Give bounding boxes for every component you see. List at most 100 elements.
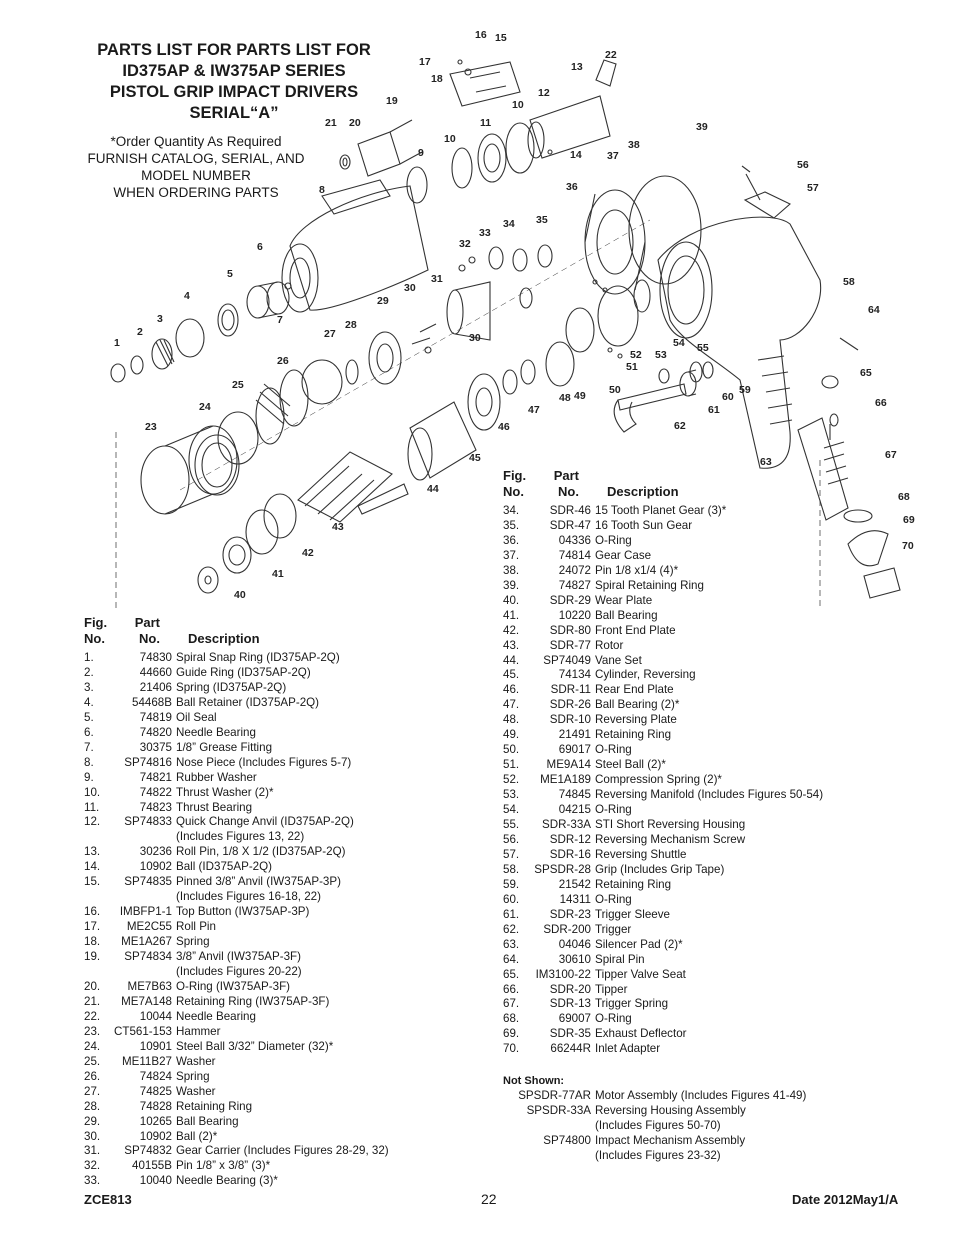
part-number: 74830 — [139, 651, 172, 664]
part-number: 74134 — [558, 668, 591, 682]
part-number: 14311 — [559, 892, 591, 906]
part-number: ME9A14 — [546, 758, 591, 772]
part-description: Trigger Sleeve — [595, 907, 670, 921]
part-description: Quick Change Anvil (ID375AP-2Q) — [176, 815, 354, 829]
part-number: 10901 — [139, 1039, 172, 1053]
fig-number: 22. — [84, 1009, 101, 1023]
part-description: Ball Bearing — [176, 1114, 239, 1128]
diagram-label: 39 — [696, 121, 708, 133]
diagram-label: 10 — [444, 133, 456, 145]
part-number: 74821 — [139, 770, 172, 784]
diagram-label: 15 — [495, 32, 507, 44]
parts-row-continuation: (Includes Figures 16-18, 22) — [84, 890, 389, 905]
part-description: Compression Spring (2)* — [595, 773, 722, 787]
part-number: 74825 — [139, 1084, 172, 1098]
diagram-label: 26 — [277, 355, 289, 367]
fig-header: No. — [503, 484, 524, 499]
description-header: Description — [188, 631, 260, 646]
part-number: 54468B — [132, 695, 172, 709]
fig-number: 67. — [503, 997, 520, 1011]
part-description: O-Ring — [595, 1012, 632, 1026]
diagram-label: 18 — [431, 73, 443, 85]
diagram-label: 31 — [431, 273, 443, 285]
part-number: SDR-46 — [549, 504, 591, 517]
fig-number: 56. — [503, 832, 520, 846]
part-description-continued: (Includes Figures 50-70) — [595, 1119, 721, 1133]
part-description: Nose Piece (Includes Figures 5-7) — [176, 755, 352, 769]
part-number: SDR-13 — [549, 997, 591, 1011]
part-number: 30610 — [558, 952, 591, 966]
diagram-label: 56 — [797, 159, 809, 171]
fig-number: 20. — [84, 979, 101, 993]
fig-header: Fig. — [84, 615, 108, 630]
fig-header: No. — [84, 631, 105, 646]
part-number: 74827 — [558, 578, 591, 592]
fig-number: 42. — [503, 623, 520, 637]
fig-header: Fig. — [503, 468, 527, 483]
part-description: Thrust Bearing — [176, 800, 253, 814]
fig-number: 54. — [503, 803, 520, 817]
part-description: Steel Ball (2)* — [595, 758, 666, 772]
fig-number: 3. — [84, 680, 94, 694]
fig-number: 58. — [503, 862, 520, 876]
fig-number: 4. — [84, 695, 94, 709]
fig-number: 8. — [84, 755, 94, 769]
part-description: Reversing Plate — [595, 713, 677, 727]
diagram-label: 64 — [868, 304, 880, 316]
part-description: O-Ring — [595, 533, 632, 547]
parts-row-continuation: (Includes Figures 13, 22) — [84, 830, 389, 845]
order-note: *Order Quantity As Required FURNISH CATA… — [82, 133, 310, 201]
fig-number: 68. — [503, 1012, 520, 1026]
part-number: 69007 — [558, 1012, 591, 1026]
part-number: 21542 — [558, 877, 591, 891]
diagram-label: 54 — [673, 337, 685, 349]
part-number: 74820 — [139, 725, 172, 739]
diagram-label: 49 — [574, 390, 586, 402]
page-number: 22 — [481, 1191, 497, 1207]
part-number: 24072 — [558, 563, 591, 577]
diagram-label: 11 — [480, 117, 491, 129]
part-number: SPSDR-33A — [526, 1104, 591, 1118]
part-number: 04046 — [558, 937, 591, 951]
fig-number: 24. — [84, 1039, 101, 1053]
part-description: Roll Pin, 1/8 X 1/2 (ID375AP-2Q) — [176, 845, 346, 859]
diagram-label: 60 — [722, 391, 734, 403]
part-number: 44660 — [139, 665, 172, 679]
part-description: Spiral Retaining Ring — [595, 578, 704, 592]
part-description: Spring — [176, 1069, 210, 1083]
fig-number: 10. — [84, 785, 101, 799]
fig-number: 1. — [84, 651, 94, 664]
part-number: 40155B — [132, 1159, 172, 1173]
title-line: PISTOL GRIP IMPACT DRIVERS — [109, 83, 359, 101]
fig-number: 48. — [503, 713, 520, 727]
part-description: Tipper Valve Seat — [595, 967, 686, 981]
part-description: Pinned 3/8” Anvil (IW375AP-3P) — [176, 875, 341, 889]
diagram-label: 1 — [114, 337, 120, 349]
part-description: 3/8” Anvil (IW375AP-3F) — [176, 950, 301, 964]
part-description: Vane Set — [595, 653, 642, 667]
part-number: SP74816 — [124, 755, 172, 769]
part-number: SDR-33A — [542, 818, 591, 832]
part-number: 30375 — [139, 740, 172, 754]
fig-number: 38. — [503, 563, 520, 577]
